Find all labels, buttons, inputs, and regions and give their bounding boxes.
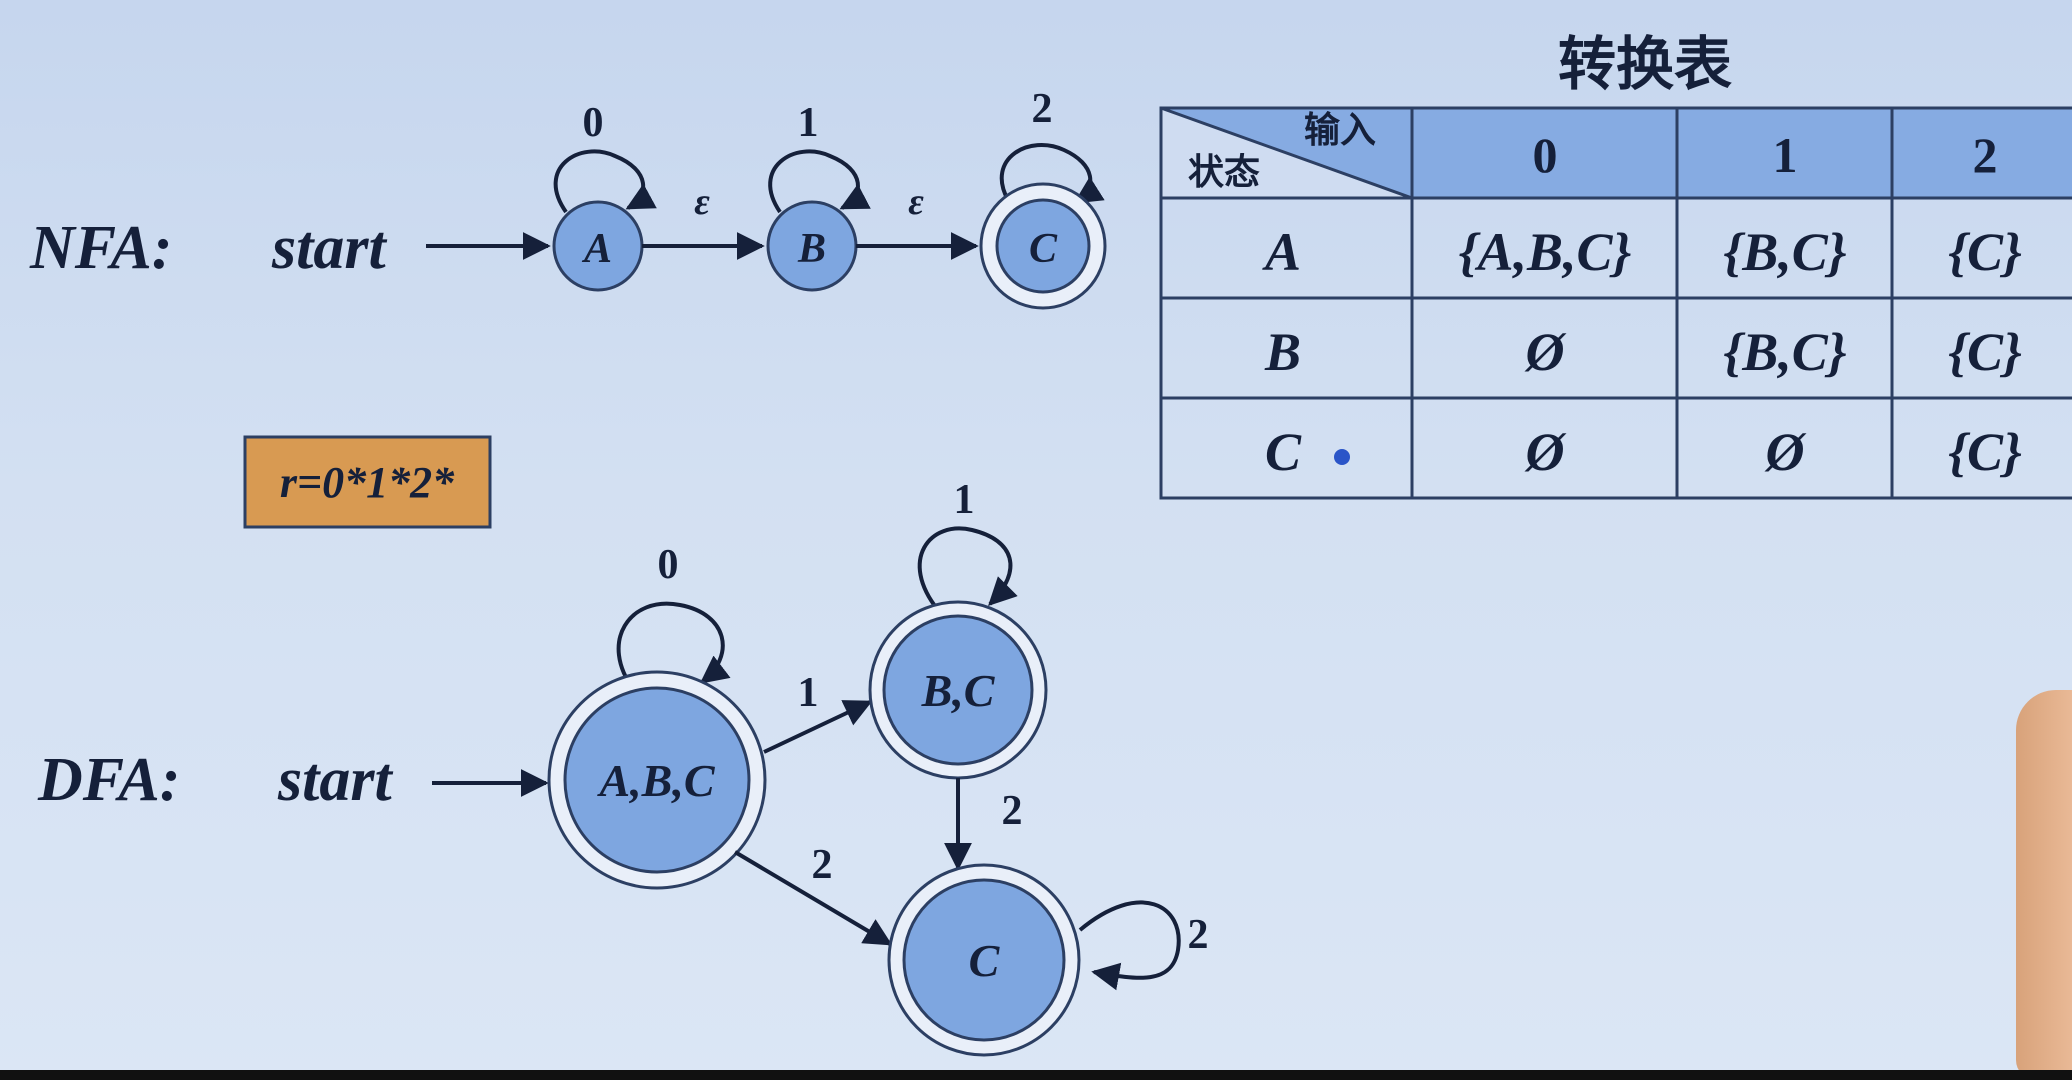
table-row-b-cell-2: {C}: [1948, 322, 2022, 382]
table-corner-state: 状态: [1188, 152, 1260, 192]
table-row-c-state: C: [1265, 422, 1302, 482]
dfa-edge-abc-bc: [763, 700, 873, 754]
bottom-bar: [0, 1070, 2072, 1080]
nfa-loop-label-a: 0: [583, 100, 604, 146]
nfa-loop-label-c: 2: [1032, 86, 1053, 132]
table-row-c-cell-1: Ø: [1764, 422, 1807, 482]
nfa-title: NFA:: [29, 214, 172, 282]
regex-box: r=0*1*2*: [243, 435, 492, 529]
nfa-loop-b: [768, 149, 871, 214]
nfa-loop-label-b: 1: [798, 100, 819, 146]
dfa-loop-label-abc: 0: [658, 542, 679, 588]
nfa-state-c-label: C: [1029, 226, 1058, 272]
regex-text: r=0*1*2*: [280, 458, 455, 507]
nfa-state-a-label: A: [581, 226, 612, 272]
table-row-a-cell-2: {C}: [1948, 222, 2022, 282]
nfa-start-label: start: [271, 214, 387, 282]
dfa-title: DFA:: [37, 746, 180, 814]
dfa-loop-label-bc: 1: [954, 477, 975, 523]
table-corner-input: 输入: [1304, 110, 1376, 150]
dfa-diagram: DFA: start 0 A,B,C 1 2 1 B,C 2 C 2: [37, 477, 1209, 1057]
nfa-loop-c: [999, 143, 1105, 204]
presenter-hand: [2016, 690, 2072, 1080]
table-row-a-cell-1: {B,C}: [1723, 222, 1846, 282]
table-row-c-cell-2: {C}: [1948, 422, 2022, 482]
dfa-state-abc-label: A,B,C: [596, 755, 715, 806]
dfa-edge-abc-c: [733, 850, 893, 946]
dfa-edge-label-bc-c: 2: [1002, 788, 1023, 834]
dfa-start-label: start: [277, 746, 393, 814]
nfa-state-b-label: B: [797, 226, 826, 272]
dfa-state-abc: [563, 686, 751, 874]
dfa-loop-label-c: 2: [1188, 912, 1209, 958]
table-row-c-cell-0: Ø: [1524, 422, 1567, 482]
dfa-state-c: [902, 878, 1066, 1042]
dfa-state-bc-label: B,C: [921, 665, 996, 716]
nfa-loop-a: [553, 149, 657, 214]
nfa-epsilon-label-1: ε: [694, 181, 710, 223]
nfa-epsilon-label-2: ε: [908, 181, 924, 223]
dfa-loop-bc: [917, 526, 1018, 612]
dfa-state-c-label: C: [969, 935, 1001, 986]
table-col-header-0: 0: [1533, 127, 1558, 183]
table-row-b-state: B: [1264, 322, 1301, 382]
table-row-a-cell-0: {A,B,C}: [1459, 222, 1632, 282]
table-col-header-2: 2: [1973, 127, 1998, 183]
dfa-state-bc: [882, 614, 1034, 766]
table-row-b-cell-1: {B,C}: [1723, 322, 1846, 382]
table-row-b-cell-0: Ø: [1524, 322, 1567, 382]
table-corner-diagonal: [1160, 106, 1413, 200]
transition-table: 转换表 输入 状态 0 1 2 A {A,B,C} {B,C} {C} B Ø …: [1159, 32, 2072, 500]
table-row-a-state: A: [1262, 222, 1301, 282]
nfa-state-c: [995, 198, 1091, 294]
table-col-header-1: 1: [1773, 127, 1798, 183]
dfa-edge-label-abc-c: 2: [812, 842, 833, 888]
dfa-loop-c: [1078, 900, 1181, 991]
regex-box-bg: [243, 435, 492, 529]
table-title: 转换表: [1558, 32, 1732, 97]
dfa-loop-abc: [616, 601, 731, 692]
dfa-edge-label-abc-bc: 1: [798, 670, 819, 716]
pointer-dot: [1334, 449, 1350, 465]
table-border: [1159, 106, 2072, 500]
nfa-diagram: NFA: start 0 A ε 1 B ε 2 C: [29, 86, 1107, 310]
